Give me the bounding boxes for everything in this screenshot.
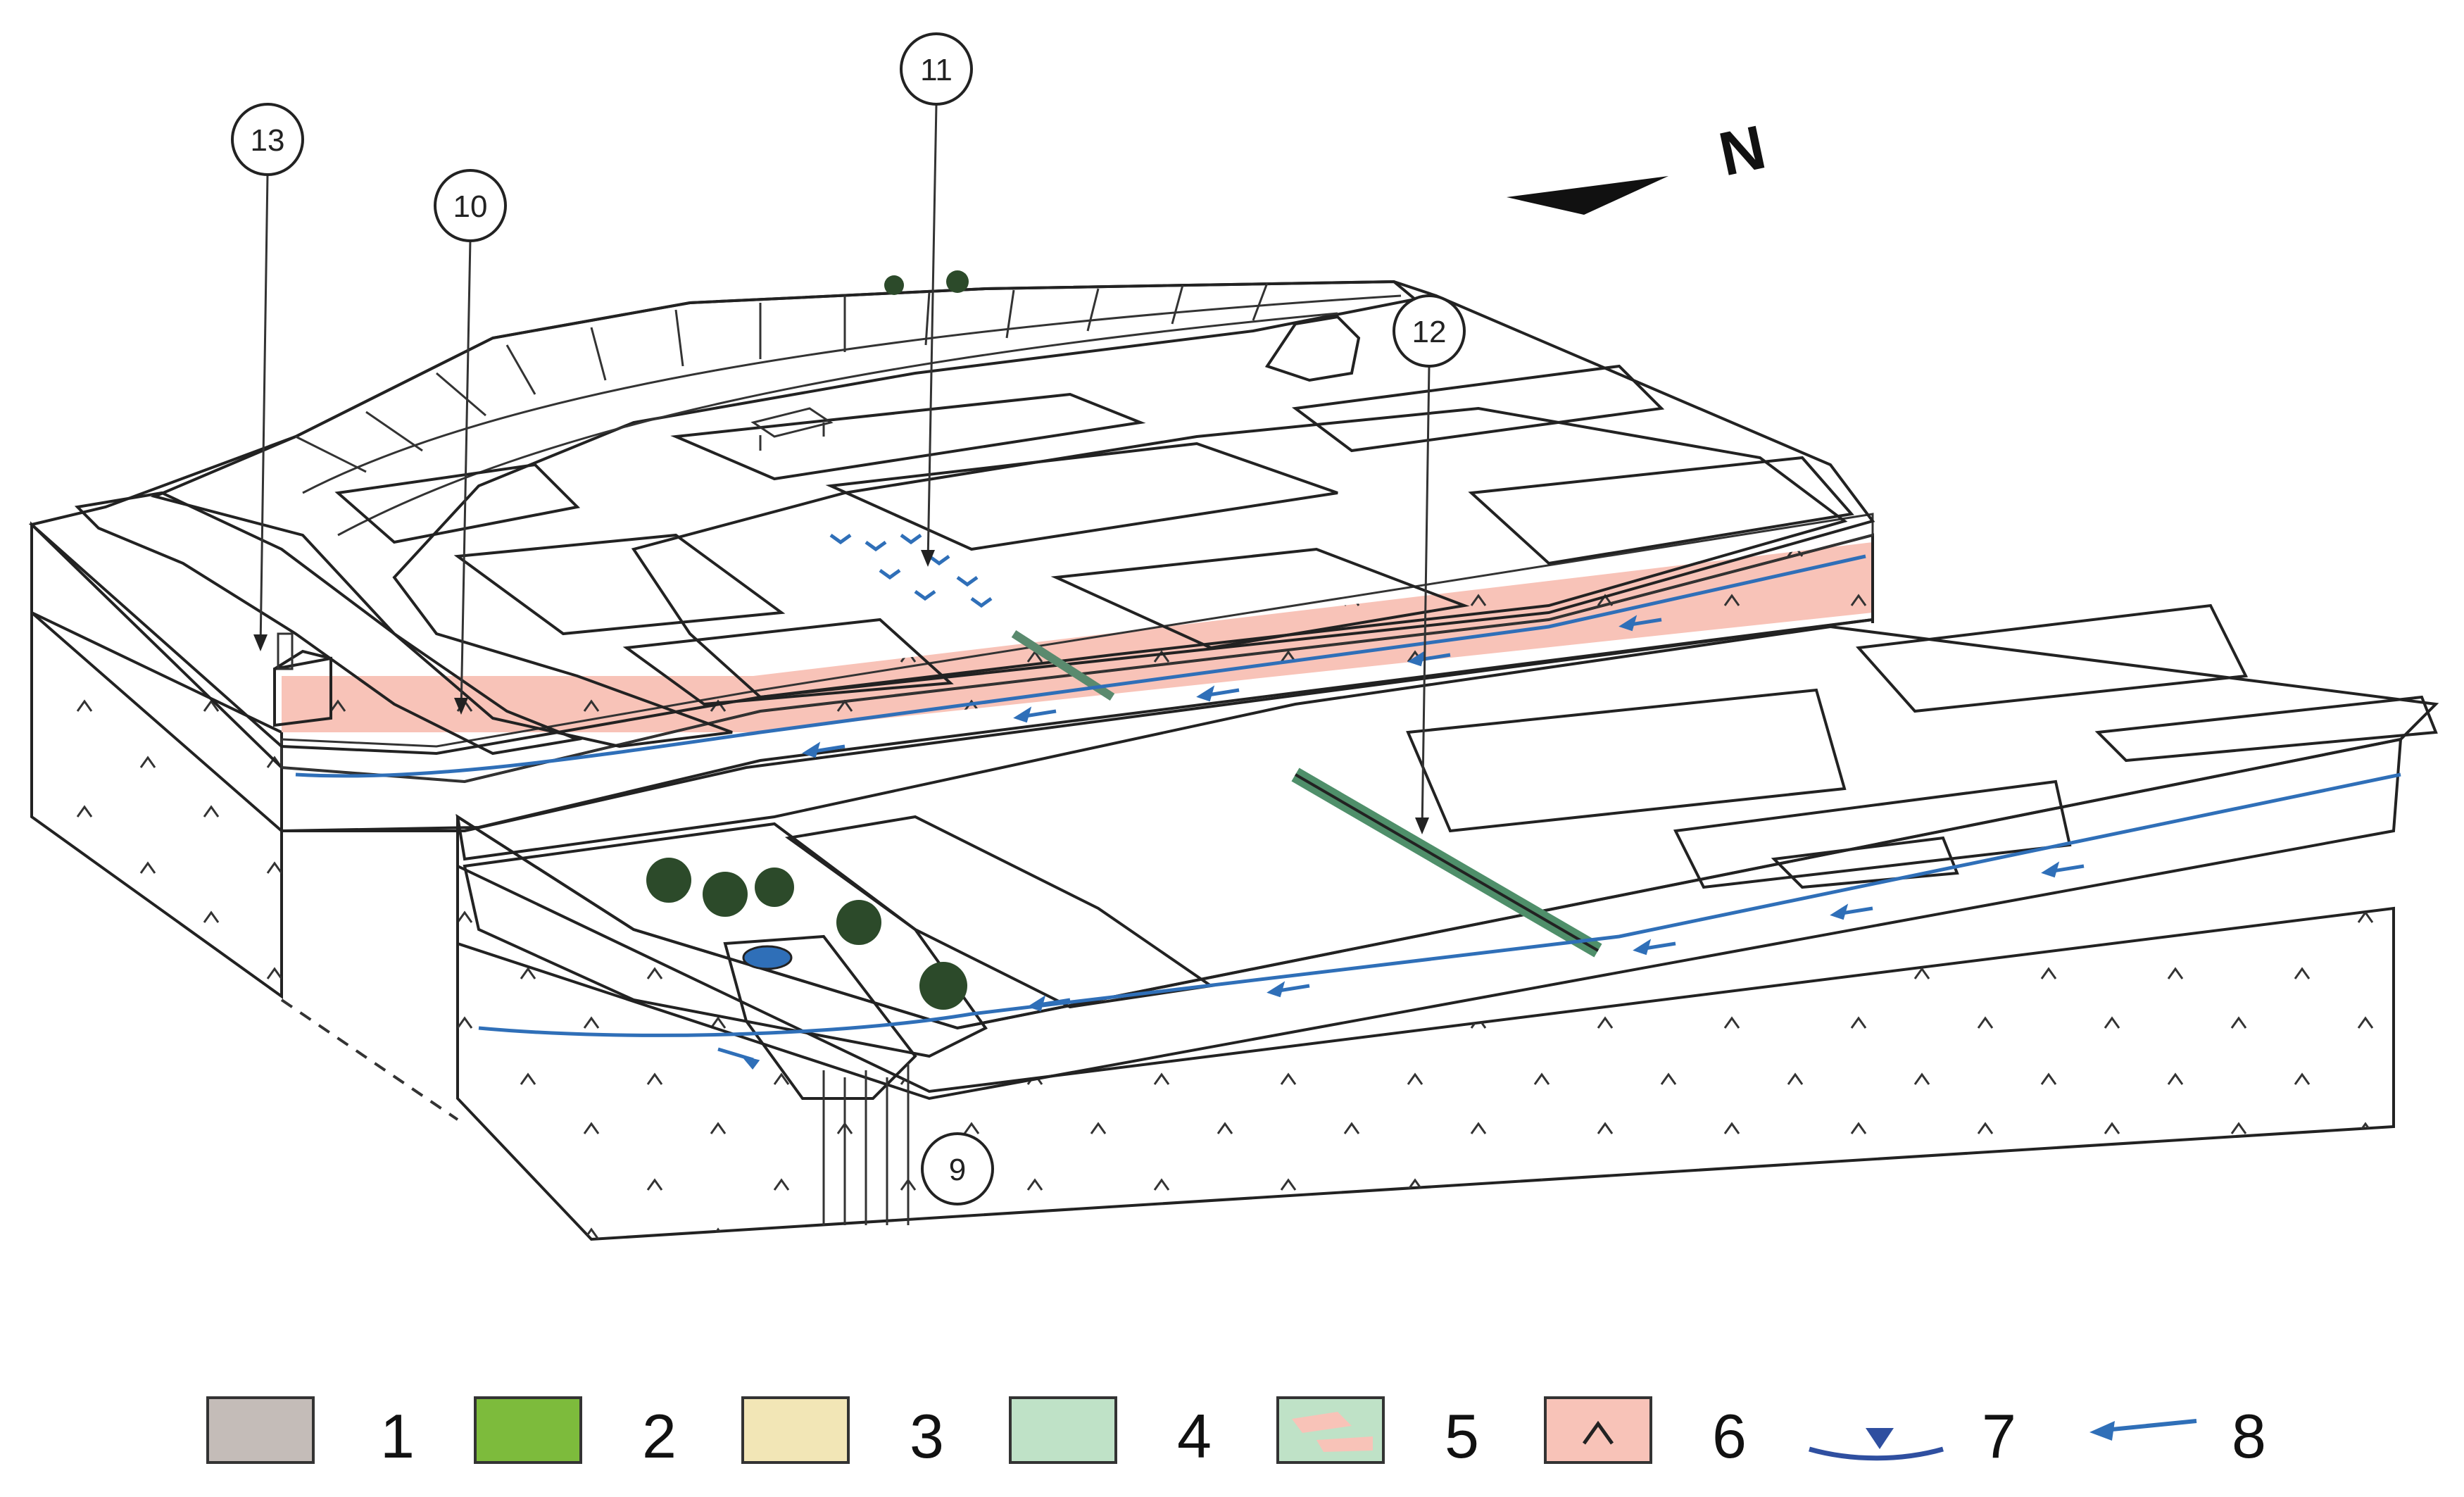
callout-10-label: 10 [453, 189, 488, 224]
legend-item-1: 1 [206, 1396, 415, 1471]
north-arrow-shape [1507, 176, 1668, 215]
north-arrow: N [1507, 112, 1771, 215]
legend-label-5: 5 [1445, 1401, 1479, 1471]
lower-terraces [1406, 603, 2438, 889]
callout-13: 13 [231, 103, 304, 651]
callout-12: 12 [1393, 294, 1466, 834]
lower-bedrock-pattern [458, 866, 2394, 1239]
legend-item-7: 7 [1809, 1401, 2016, 1471]
karst-sinkhole [723, 934, 917, 1100]
callout-9: 9 [921, 1132, 994, 1205]
legend: 1 2 3 4 5 6 7 [206, 1396, 2266, 1471]
legend-label-4: 4 [1177, 1401, 1212, 1471]
legend-label-8: 8 [2232, 1401, 2266, 1471]
woodland-area [463, 822, 988, 1058]
callout-9-label: 9 [949, 1153, 966, 1187]
upper-block [28, 270, 1875, 999]
callout-11-label: 11 [920, 53, 953, 87]
church [273, 632, 332, 727]
woodland-trees [646, 858, 967, 1010]
fault-scarp-edge [1294, 773, 1599, 952]
upper-bedrock-side-pattern [282, 542, 1873, 732]
sinkhole-pond [742, 945, 793, 970]
ridge-trees [884, 270, 969, 295]
grey-rock-outcrop [1264, 315, 1361, 382]
legend-item-4: 4 [1009, 1396, 1212, 1471]
callout-12-label: 12 [1412, 315, 1447, 349]
upper-groundwater-line [295, 554, 1866, 778]
callout-13-label: 13 [251, 123, 285, 158]
lower-groundwater-line [478, 772, 2401, 1037]
callouts: 13 10 11 12 9 [231, 32, 1466, 1205]
legend-label-6: 6 [1712, 1401, 1747, 1471]
upper-bedrock-side-edge [282, 618, 1873, 832]
wetland-springs [829, 533, 993, 608]
callout-11: 11 [900, 32, 973, 567]
flow-arrows [717, 615, 2085, 1070]
legend-item-8: 8 [2089, 1401, 2266, 1471]
legend-item-3: 3 [741, 1396, 944, 1471]
farm-building [750, 407, 834, 451]
green-upland [150, 280, 1419, 748]
sinkhole-conduits [822, 1063, 910, 1225]
legend-item-6: 6 [1544, 1396, 1747, 1471]
legend-item-5: 5 [1276, 1396, 1479, 1471]
legend-label-7: 7 [1982, 1401, 2016, 1471]
legend-item-2: 2 [474, 1396, 677, 1471]
legend-label-1: 1 [380, 1401, 415, 1471]
ridge-cliff-lines [295, 282, 1402, 537]
upper-bedrock-front-pattern [32, 613, 282, 996]
legend-label-2: 2 [642, 1401, 677, 1471]
upper-green-plain [631, 406, 1848, 699]
upper-terraces [334, 364, 1854, 706]
north-label: N [1713, 112, 1771, 189]
legend-label-3: 3 [910, 1401, 944, 1471]
callout-10: 10 [434, 169, 507, 715]
block-connector-dashed [280, 998, 459, 1121]
lower-top-surface [455, 625, 2439, 1030]
